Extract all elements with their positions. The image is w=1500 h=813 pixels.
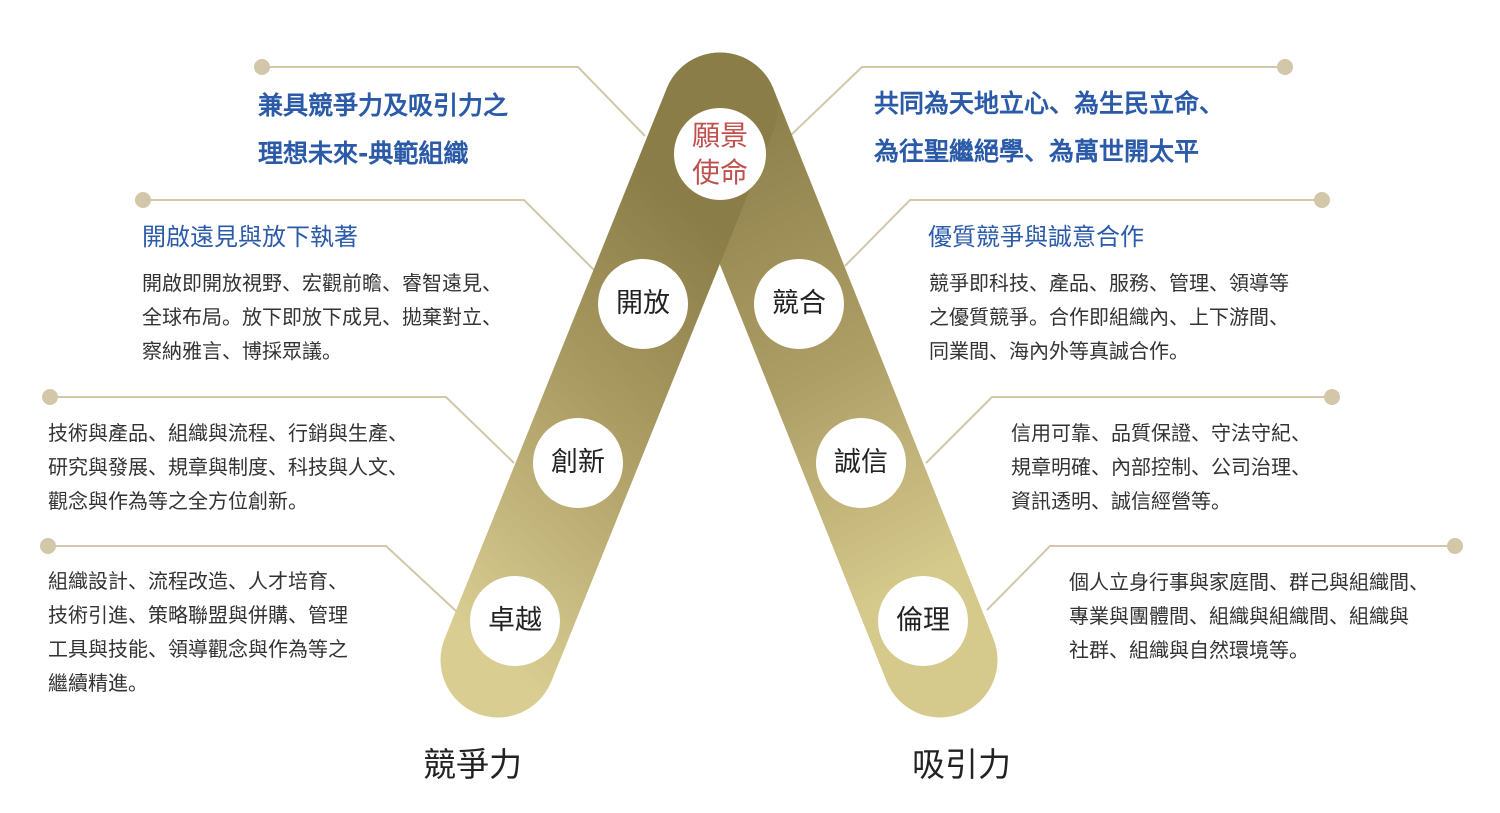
connector-zhuoyue [48,545,457,612]
desc-kaifang-line: 全球布局。放下即放下成見、拋棄對立、 [142,305,502,329]
axis-label-right: 吸引力 [912,745,1011,784]
desc-lunli-line: 專業與團體間、組織與組織間、組織與 [1069,604,1409,628]
node-chuangxin: 創新 [533,418,623,508]
axis-label-left: 競爭力 [423,745,522,784]
node-vision: 願景 使命 [674,108,766,200]
desc-chengxin-line: 規章明確、內部控制、公司治理、 [1011,455,1311,479]
connector-jinghe [844,199,1322,267]
connector-right-top [789,66,1285,137]
vision-line-1: 願景 [691,119,748,152]
node-kaifang: 開放 [598,259,688,349]
dot-chengxin [1324,389,1340,405]
desc-lunli: 個人立身行事與家庭間、群己與組織間、 專業與團體間、組織與組織間、組織與 社群、… [1069,565,1429,667]
desc-zhuoyue-line: 組織設計、流程改造、人才培育、 [48,569,348,593]
connector-kaifang [143,199,595,271]
desc-chuangxin-line: 技術與產品、組織與流程、行銷與生產、 [48,421,408,445]
node-chengxin: 誠信 [816,418,906,508]
dot-kaifang [135,192,151,208]
connector-lines [48,66,1455,612]
desc-chuangxin-line: 觀念與作為等之全方位創新。 [48,489,308,513]
heading-jinghe: 優質競爭與誠意合作 [928,223,1144,251]
connector-left-top [262,66,646,137]
desc-zhuoyue: 組織設計、流程改造、人才培育、 技術引進、策略聯盟與併購、管理 工具與技能、領導… [48,564,348,700]
desc-chengxin-line: 資訊透明、誠信經營等。 [1011,489,1231,513]
dot-zhuoyue [40,538,56,554]
stroke-left [440,52,778,718]
desc-chengxin-line: 信用可靠、品質保證、守法守紀、 [1011,421,1311,445]
vision-line-2: 使命 [691,156,748,189]
heading-left-top-line-2: 理想未來-典範組織 [258,139,469,168]
dot-jinghe [1314,192,1330,208]
desc-lunli-line: 社群、組織與自然環境等。 [1069,638,1309,662]
dot-chuangxin [42,389,58,405]
dot-left-top [254,59,270,75]
desc-jinghe: 競爭即科技、產品、服務、管理、領導等 之優質競爭。合作即組織內、上下游間、 同業… [929,266,1289,368]
desc-chuangxin: 技術與產品、組織與流程、行銷與生產、 研究與發展、規章與制度、科技與人文、 觀念… [48,416,408,518]
heading-right-top-line-2: 為往聖繼絕學、為萬世開太平 [874,137,1200,166]
desc-kaifang: 開啟即開放視野、宏觀前瞻、睿智遠見、 全球布局。放下即放下成見、拋棄對立、 察納… [142,266,502,368]
heading-left-top-line-1: 兼具競爭力及吸引力之 [258,91,509,120]
desc-lunli-line: 個人立身行事與家庭間、群己與組織間、 [1069,570,1429,594]
node-zhuoyue: 卓越 [470,576,560,666]
heading-right-top-line-1: 共同為天地立心、為生民立命、 [874,89,1225,118]
node-lunli: 倫理 [878,576,968,666]
stroke-right [662,52,998,718]
desc-chuangxin-line: 研究與發展、規章與制度、科技與人文、 [48,455,408,479]
desc-jinghe-line: 同業間、海內外等真誠合作。 [929,339,1189,363]
connector-chuangxin [50,396,515,464]
desc-kaifang-line: 開啟即開放視野、宏觀前瞻、睿智遠見、 [142,271,502,295]
dot-right-top [1277,59,1293,75]
connector-chengxin [925,396,1332,464]
desc-jinghe-line: 競爭即科技、產品、服務、管理、領導等 [929,271,1289,295]
heading-right-top: 共同為天地立心、為生民立命、 為往聖繼絕學、為萬世開太平 [874,80,1224,176]
node-jinghe: 競合 [754,259,844,349]
connector-lunli [986,545,1455,611]
desc-zhuoyue-line: 繼續精進。 [48,671,148,695]
desc-zhuoyue-line: 工具與技能、領導觀念與作為等之 [48,637,348,661]
desc-kaifang-line: 察納雅言、博採眾議。 [142,339,342,363]
desc-zhuoyue-line: 技術引進、策略聯盟與併購、管理 [48,603,348,627]
desc-chengxin: 信用可靠、品質保證、守法守紀、 規章明確、內部控制、公司治理、 資訊透明、誠信經… [1011,416,1311,518]
heading-left-top: 兼具競爭力及吸引力之 理想未來-典範組織 [258,82,508,178]
connector-dots [40,59,1463,554]
desc-jinghe-line: 之優質競爭。合作即組織內、上下游間、 [929,305,1289,329]
dot-lunli [1447,538,1463,554]
heading-kaifang: 開啟遠見與放下執著 [142,223,358,251]
